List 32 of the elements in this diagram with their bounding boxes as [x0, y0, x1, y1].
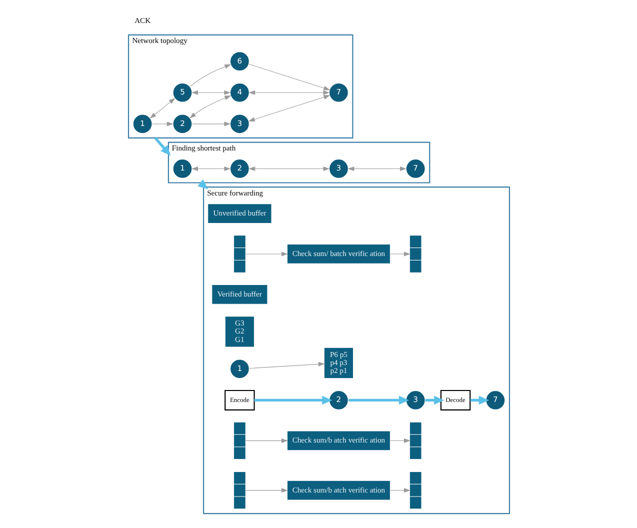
node-box: Check sum/ batch verific ation: [286, 244, 390, 264]
arrow: [390, 488, 410, 492]
arrow: [390, 438, 410, 442]
arrow: [248, 361, 324, 368]
arrow: [348, 395, 409, 404]
arrow: [244, 488, 288, 492]
arrow: [149, 97, 175, 118]
arrow: [248, 63, 330, 90]
node-box: Check sum/b atch verific ation: [286, 480, 390, 500]
arrow: [192, 121, 230, 126]
arrow: [248, 90, 330, 94]
arrow: [254, 395, 332, 404]
label: ACK: [134, 15, 150, 24]
arrow: [244, 251, 288, 256]
arrow: [424, 395, 444, 404]
node-box: P6 p5 p4 p3 p2 p1: [323, 346, 354, 378]
arrow: [244, 438, 288, 442]
arrow: [390, 251, 410, 256]
arrow: [470, 395, 488, 404]
arrow: [152, 121, 173, 126]
arrow: [188, 95, 231, 118]
arrow: [190, 166, 230, 170]
arrow: [347, 166, 406, 170]
arrow: [248, 166, 330, 170]
arrow: [248, 94, 330, 122]
node-box: Check sum/b atch verific ation: [286, 430, 390, 450]
node-box: G3 G2 G1: [224, 316, 254, 347]
node-box: Unverified buffer: [207, 203, 272, 223]
arrow: [189, 64, 231, 86]
arrow: [190, 90, 230, 94]
arrow: [154, 136, 170, 156]
node-box: Verified buffer: [211, 284, 268, 304]
